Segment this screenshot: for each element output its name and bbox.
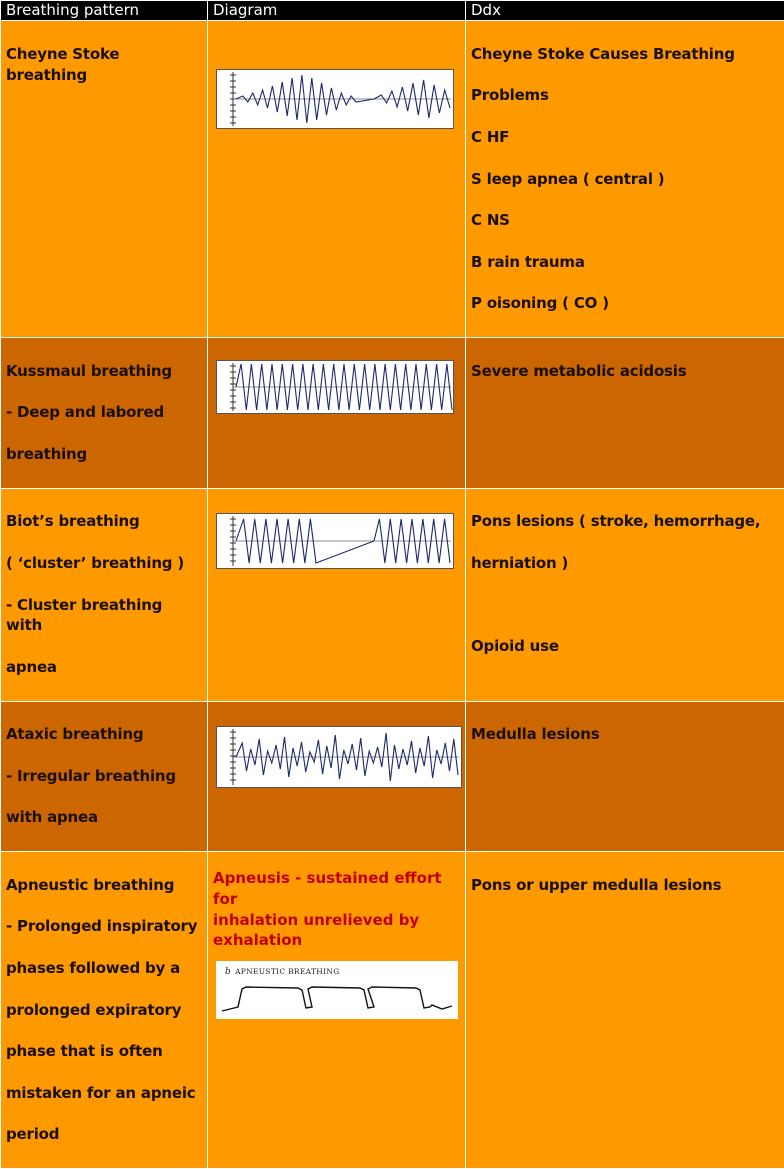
ddx-cell: Medulla lesions	[466, 701, 784, 852]
ddx-line: S leep apnea ( central )	[471, 169, 779, 190]
pattern-line: - Prolonged inspiratory	[6, 916, 202, 937]
pattern-cell: Apneustic breathing - Prolonged inspirat…	[1, 852, 208, 1169]
ddx-line: Cheyne Stoke Causes Breathing	[471, 44, 779, 65]
row-cheyne-stokes: Cheyne Stoke breathing Cheyne Stoke Caus…	[1, 21, 784, 338]
ddx-line: Medulla lesions	[471, 724, 779, 745]
pattern-cell: Biot’s breathing ( ‘cluster’ breathing )…	[1, 488, 208, 701]
pattern-line: Biot’s breathing	[6, 511, 202, 532]
ddx-line: Pons lesions ( stroke, hemorrhage,	[471, 511, 779, 532]
cheyne-stokes-waveform-icon	[216, 69, 454, 129]
ddx-line: P oisoning ( CO )	[471, 293, 779, 314]
pattern-line: ( ‘cluster’ breathing )	[6, 553, 202, 574]
row-biot: Biot’s breathing ( ‘cluster’ breathing )…	[1, 488, 784, 701]
pattern-line: Apneustic breathing	[6, 875, 202, 896]
ddx-cell: Pons or upper medulla lesions	[466, 852, 784, 1169]
pattern-line: - Irregular breathing	[6, 766, 202, 787]
note-line: Apneusis - sustained effort for	[213, 868, 460, 910]
pattern-cell: Kussmaul breathing - Deep and labored br…	[1, 337, 208, 488]
pattern-line: prolonged expiratory	[6, 1000, 202, 1021]
kussmaul-waveform-icon	[216, 360, 454, 414]
pattern-line: with apnea	[6, 807, 202, 828]
ddx-line: Problems	[471, 85, 779, 106]
ddx-line	[471, 595, 779, 616]
header-row: Breathing pattern Diagram Ddx	[1, 1, 784, 21]
pattern-line: mistaken for an apneic	[6, 1083, 202, 1104]
ddx-line: herniation )	[471, 553, 779, 574]
pattern-cell: Ataxic breathing - Irregular breathing w…	[1, 701, 208, 852]
pattern-line: Ataxic breathing	[6, 724, 202, 745]
ddx-line: Opioid use	[471, 636, 779, 657]
biot-waveform-icon	[216, 513, 454, 569]
pattern-line: phase that is often	[6, 1041, 202, 1062]
ddx-cell: Cheyne Stoke Causes Breathing Problems C…	[466, 21, 784, 338]
pattern-line: period	[6, 1124, 202, 1145]
diagram-cell	[208, 337, 466, 488]
ddx-cell: Severe metabolic acidosis	[466, 337, 784, 488]
pattern-line: apnea	[6, 657, 202, 678]
pattern-line: breathing	[6, 444, 202, 465]
note-line: inhalation unrelieved by	[213, 910, 460, 931]
ataxic-waveform-icon	[216, 726, 462, 788]
ddx-line: B rain trauma	[471, 252, 779, 273]
ddx-line: C HF	[471, 127, 779, 148]
ddx-line: Pons or upper medulla lesions	[471, 875, 779, 896]
diagram-cell	[208, 21, 466, 338]
row-ataxic: Ataxic breathing - Irregular breathing w…	[1, 701, 784, 852]
header-diagram: Diagram	[208, 1, 466, 21]
apneusis-note: Apneusis - sustained effort for inhalati…	[213, 868, 460, 951]
diagram-cell	[208, 488, 466, 701]
pattern-cell: Cheyne Stoke breathing	[1, 21, 208, 338]
row-kussmaul: Kussmaul breathing - Deep and labored br…	[1, 337, 784, 488]
header-breathing-pattern: Breathing pattern	[1, 1, 208, 21]
ddx-cell: Pons lesions ( stroke, hemorrhage, herni…	[466, 488, 784, 701]
ddx-line: C NS	[471, 210, 779, 231]
diagram-cell: Apneusis - sustained effort for inhalati…	[208, 852, 466, 1169]
pattern-line: - Cluster breathing with	[6, 595, 202, 637]
row-apneustic: Apneustic breathing - Prolonged inspirat…	[1, 852, 784, 1169]
diagram-cell	[208, 701, 466, 852]
note-line: exhalation	[213, 930, 460, 951]
pattern-line: phases followed by a	[6, 958, 202, 979]
pattern-line: - Deep and labored	[6, 402, 202, 423]
ddx-line: Severe metabolic acidosis	[471, 361, 779, 382]
pattern-line: Kussmaul breathing	[6, 361, 202, 382]
pattern-line: Cheyne Stoke breathing	[6, 44, 202, 86]
apneustic-waveform-icon	[216, 961, 458, 1019]
header-ddx: Ddx	[466, 1, 784, 21]
